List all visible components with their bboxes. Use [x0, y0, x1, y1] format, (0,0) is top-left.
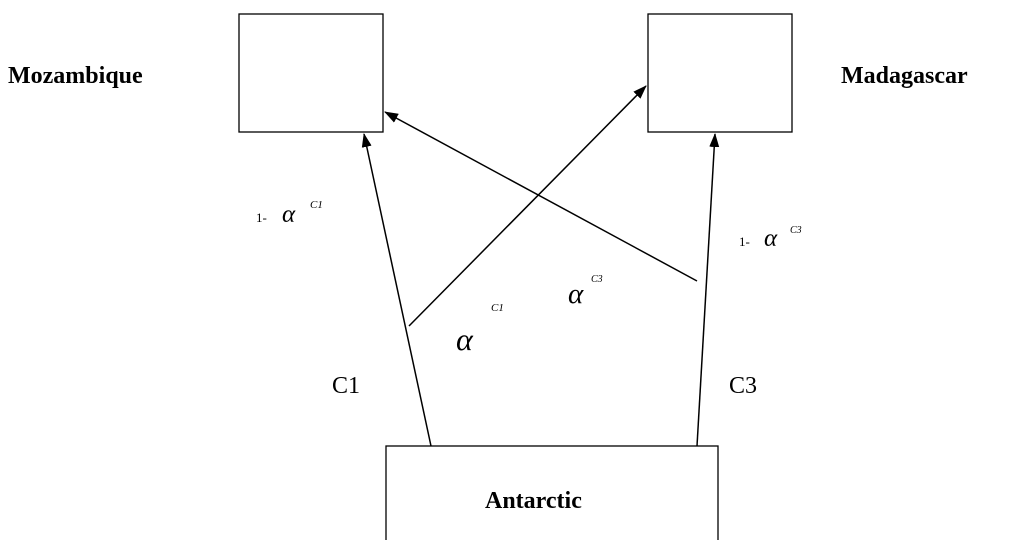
arrow-c3-to-mozambique	[384, 111, 698, 282]
prob-stay-c1-prefix: 1-	[256, 210, 267, 225]
prob-switch-c3-superscript: C3	[591, 274, 603, 285]
prob-stay-c3-alpha: α	[764, 225, 778, 252]
prob-stay-c3-prefix: 1-	[739, 234, 750, 249]
prob-switch-c3-alpha: α	[568, 278, 584, 310]
arrow-c1-to-mozambique	[361, 133, 432, 447]
arrow-c1-to-madagascar	[408, 85, 647, 327]
madagascar-label: Madagascar	[841, 63, 968, 89]
antarctic-label: Antarctic	[485, 488, 582, 514]
mozambique-label: Mozambique	[8, 63, 143, 89]
prob-switch-c3-label: α C3	[568, 274, 603, 310]
antarctic-box	[385, 445, 719, 540]
arrow-c3-to-madagascar	[696, 133, 720, 447]
madagascar-box	[647, 13, 793, 133]
prob-switch-c1-alpha: α	[456, 321, 474, 357]
prob-stay-c3-superscript: C3	[790, 225, 802, 236]
prob-switch-c1-superscript: C1	[491, 302, 504, 314]
route-c1-label: C1	[332, 373, 360, 399]
prob-stay-c1-label: 1- α C1	[256, 199, 323, 228]
prob-stay-c1-superscript: C1	[310, 199, 323, 211]
mozambique-box	[238, 13, 384, 133]
route-c3-label: C3	[729, 373, 757, 399]
prob-switch-c1-label: α C1	[456, 302, 504, 357]
prob-stay-c3-label: 1- α C3	[739, 225, 802, 252]
prob-stay-c1-alpha: α	[282, 201, 296, 228]
